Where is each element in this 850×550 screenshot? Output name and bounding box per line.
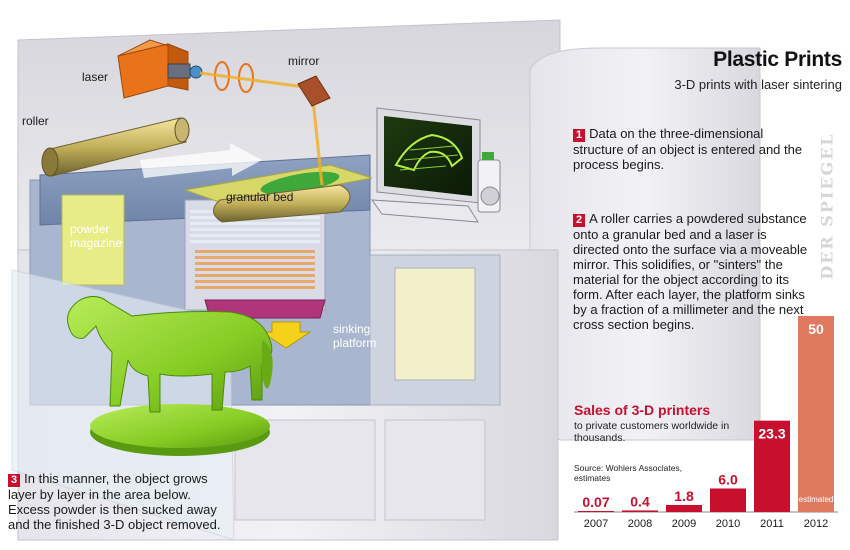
x-tick-2009: 2009 bbox=[672, 518, 696, 530]
mirror bbox=[297, 75, 331, 107]
value-label-2007: 0.07 bbox=[582, 494, 609, 510]
label-mirror: mirror bbox=[288, 54, 320, 68]
step-2-number: 2 bbox=[573, 214, 586, 227]
value-label-2008: 0.4 bbox=[630, 493, 650, 509]
label-magazine: magazine bbox=[70, 236, 123, 250]
subtitle: 3-D prints with laser sintering bbox=[674, 77, 842, 92]
laser-unit bbox=[117, 39, 203, 99]
label-roller: roller bbox=[22, 114, 49, 128]
bed-roller bbox=[213, 184, 351, 223]
bar-2007 bbox=[578, 511, 614, 512]
label-sinking: sinking bbox=[333, 322, 371, 336]
label-granular-bed: granular bed bbox=[226, 190, 294, 204]
bar-2012 bbox=[798, 316, 834, 512]
x-tick-2011: 2011 bbox=[760, 518, 784, 530]
right-compartment bbox=[394, 267, 476, 381]
label-platform: platform bbox=[333, 336, 377, 350]
lower-right-compartment bbox=[384, 419, 486, 521]
x-tick-2010: 2010 bbox=[716, 518, 740, 530]
chart-title-plastic-prints: Plastic Prints bbox=[713, 48, 842, 71]
powder-magazine bbox=[61, 194, 125, 286]
roller-top bbox=[41, 117, 190, 177]
label-powder: powder bbox=[70, 222, 110, 236]
down-arrow bbox=[260, 321, 312, 349]
sales-chart: 0.07 2007 0.4 2008 1.8 2009 6.0 2010 23.3 2011 50 e… bbox=[574, 316, 838, 530]
bar-2008 bbox=[622, 510, 658, 512]
value-label-2011: 23.3 bbox=[758, 426, 785, 442]
x-tick-2007: 2007 bbox=[584, 518, 608, 530]
bar-2009 bbox=[666, 504, 702, 512]
estimated-label: estimated bbox=[799, 495, 834, 504]
horse-figure bbox=[67, 296, 273, 456]
step-2-text: A roller carries a powdered substance on… bbox=[573, 211, 808, 332]
value-label-2012: 50 bbox=[808, 321, 824, 337]
motion-arrow bbox=[140, 143, 262, 178]
laser-beam-down bbox=[310, 89, 324, 186]
machine-side bbox=[529, 47, 761, 441]
step-1-text: Data on the three-dimensional structure … bbox=[573, 126, 803, 172]
sales-title: Sales of 3-D printers bbox=[574, 402, 711, 418]
x-tick-2008: 2008 bbox=[628, 518, 652, 530]
monitor bbox=[370, 107, 501, 223]
label-laser: laser bbox=[82, 70, 109, 84]
value-label-2009: 1.8 bbox=[674, 488, 694, 504]
step-3-number: 3 bbox=[8, 474, 21, 487]
sales-subtitle: to private customers worldwide in thousa… bbox=[574, 420, 730, 444]
laser-beam-horizontal bbox=[199, 71, 313, 90]
bar-2010 bbox=[710, 488, 746, 512]
watermark: DER SPIEGEL bbox=[817, 132, 837, 280]
sales-source: Source: Wohlers Associates, estimates bbox=[574, 463, 683, 483]
x-tick-2012: 2012 bbox=[804, 518, 828, 530]
bar-2011 bbox=[754, 420, 790, 512]
value-label-2010: 6.0 bbox=[718, 471, 738, 487]
step-3-text: In this manner, the object grows layer b… bbox=[8, 471, 221, 532]
step-1-number: 1 bbox=[573, 129, 586, 142]
